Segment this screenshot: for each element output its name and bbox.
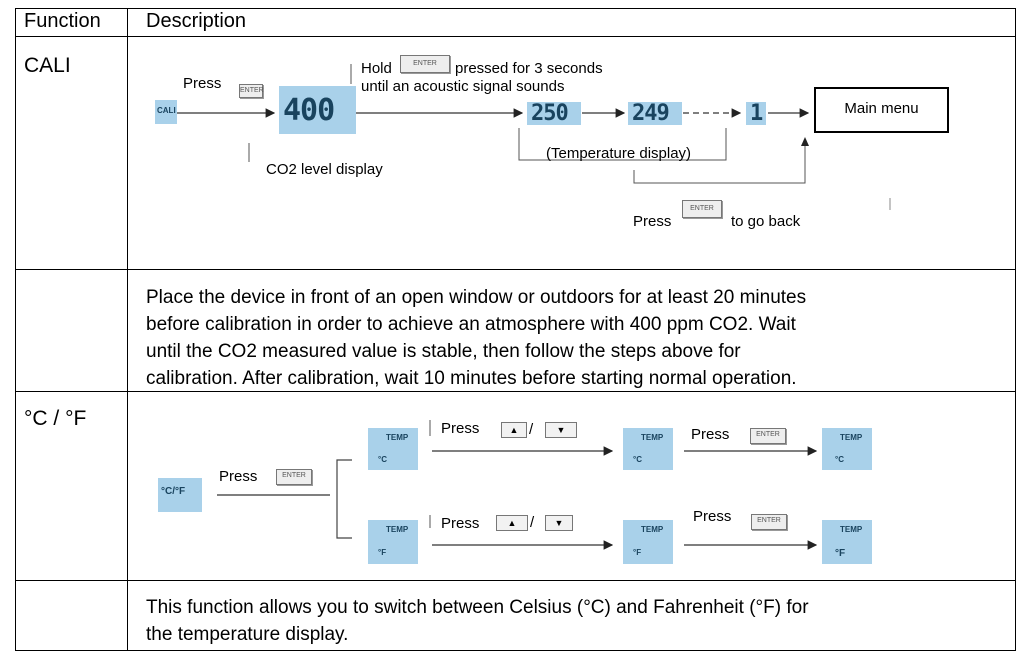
temp-icon-end-bottom — [822, 520, 872, 564]
temp-icon-label: TEMP — [641, 525, 664, 534]
cali-button-icon — [155, 100, 177, 124]
press-up-down-label: Press — [441, 515, 480, 532]
up-arrow-key-icon: ▲ — [496, 515, 528, 531]
co2-lcd-value: 400 — [283, 93, 335, 128]
down-arrow-key-icon: ▼ — [545, 515, 573, 531]
function-cali: CALI — [24, 54, 71, 77]
paragraph-line: before calibration in order to achieve a… — [146, 314, 796, 335]
table-header-divider — [15, 36, 1016, 37]
cali-description: Place the device in front of an open win… — [146, 284, 806, 392]
temp-lcd-value-2: 249 — [632, 101, 670, 126]
temp-icon-unit: °C — [378, 455, 387, 464]
enter-key-icon: ENTER — [276, 469, 312, 485]
unit-description: This function allows you to switch betwe… — [146, 594, 809, 648]
unit-press-label: Press — [219, 468, 258, 485]
temp-icon-unit: °F — [378, 548, 387, 557]
down-arrow-key-icon: ▼ — [545, 422, 577, 438]
table-border-left — [15, 8, 16, 651]
enter-key-icon: ENTER — [239, 84, 264, 98]
temp-icon-unit: °F — [835, 548, 846, 559]
temp-icon-end-top — [822, 428, 872, 470]
table-border-right — [1015, 8, 1016, 651]
table-column-divider — [127, 8, 128, 651]
enter-key-icon: ENTER — [750, 428, 786, 444]
paragraph-line: the temperature display. — [146, 624, 349, 645]
temp-icon-label: TEMP — [386, 433, 409, 442]
press-enter-label: Press — [693, 508, 732, 525]
up-arrow-key-icon: ▲ — [501, 422, 527, 438]
go-back-label: to go back — [731, 213, 801, 230]
step-lcd-display — [746, 102, 766, 125]
temp-icon-unit: °C — [633, 455, 642, 464]
paragraph-line: until the CO2 measured value is stable, … — [146, 341, 741, 362]
function-unit: °C / °F — [24, 407, 87, 430]
temp-icon-label: TEMP — [386, 525, 409, 534]
press-up-down-label: Press — [441, 420, 480, 437]
temperature-display-label: (Temperature display) — [546, 145, 692, 162]
main-menu-box: Main menu — [814, 87, 949, 133]
temp-lcd-value-1: 250 — [531, 101, 569, 126]
table-row-divider — [15, 391, 1016, 392]
temp-icon-unit: °F — [633, 548, 642, 557]
table-border-bottom — [15, 650, 1016, 651]
table-row-divider — [15, 580, 1016, 581]
header-function: Function — [24, 10, 101, 32]
temp-icon-mid-top — [623, 428, 673, 470]
co2-lcd-display — [279, 86, 356, 134]
cali-icon-label: CALI — [157, 106, 176, 115]
table-border-top — [15, 8, 1016, 9]
header-description: Description — [146, 10, 247, 32]
press-enter-label: Press — [691, 426, 730, 443]
unit-icon-label: °C/°F — [161, 486, 186, 497]
cali-press-label: Press — [183, 75, 222, 92]
co2-level-display-label: CO2 level display — [266, 161, 383, 178]
unit-button-icon — [158, 478, 202, 512]
paragraph-line: This function allows you to switch betwe… — [146, 597, 809, 618]
temp-lcd-display-1 — [527, 102, 581, 125]
enter-key-icon: ENTER — [682, 200, 722, 218]
temp-icon-label: TEMP — [840, 525, 863, 534]
slash-label: / — [529, 421, 534, 438]
pressed-seconds-label: pressed for 3 seconds — [455, 60, 603, 77]
enter-key-icon: ENTER — [751, 514, 787, 530]
temp-lcd-display-2 — [628, 102, 682, 125]
temp-icon-mid-bottom — [623, 520, 673, 564]
step-lcd-value: 1 — [750, 101, 763, 126]
temp-icon-label: TEMP — [840, 433, 863, 442]
acoustic-signal-label: until an acoustic signal sounds — [361, 78, 565, 95]
press-back-label: Press — [633, 213, 672, 230]
temp-icon-label: TEMP — [641, 433, 664, 442]
temp-icon-start-bottom — [368, 520, 418, 564]
paragraph-line: Place the device in front of an open win… — [146, 287, 807, 308]
slash-label: / — [530, 514, 535, 531]
paragraph-line: calibration. After calibration, wait 10 … — [146, 368, 797, 389]
temp-icon-start-top — [368, 428, 418, 470]
enter-key-icon: ENTER — [400, 55, 450, 73]
hold-label: Hold — [361, 60, 392, 77]
temp-icon-unit: °C — [835, 455, 844, 464]
table-row-divider — [15, 269, 1016, 270]
